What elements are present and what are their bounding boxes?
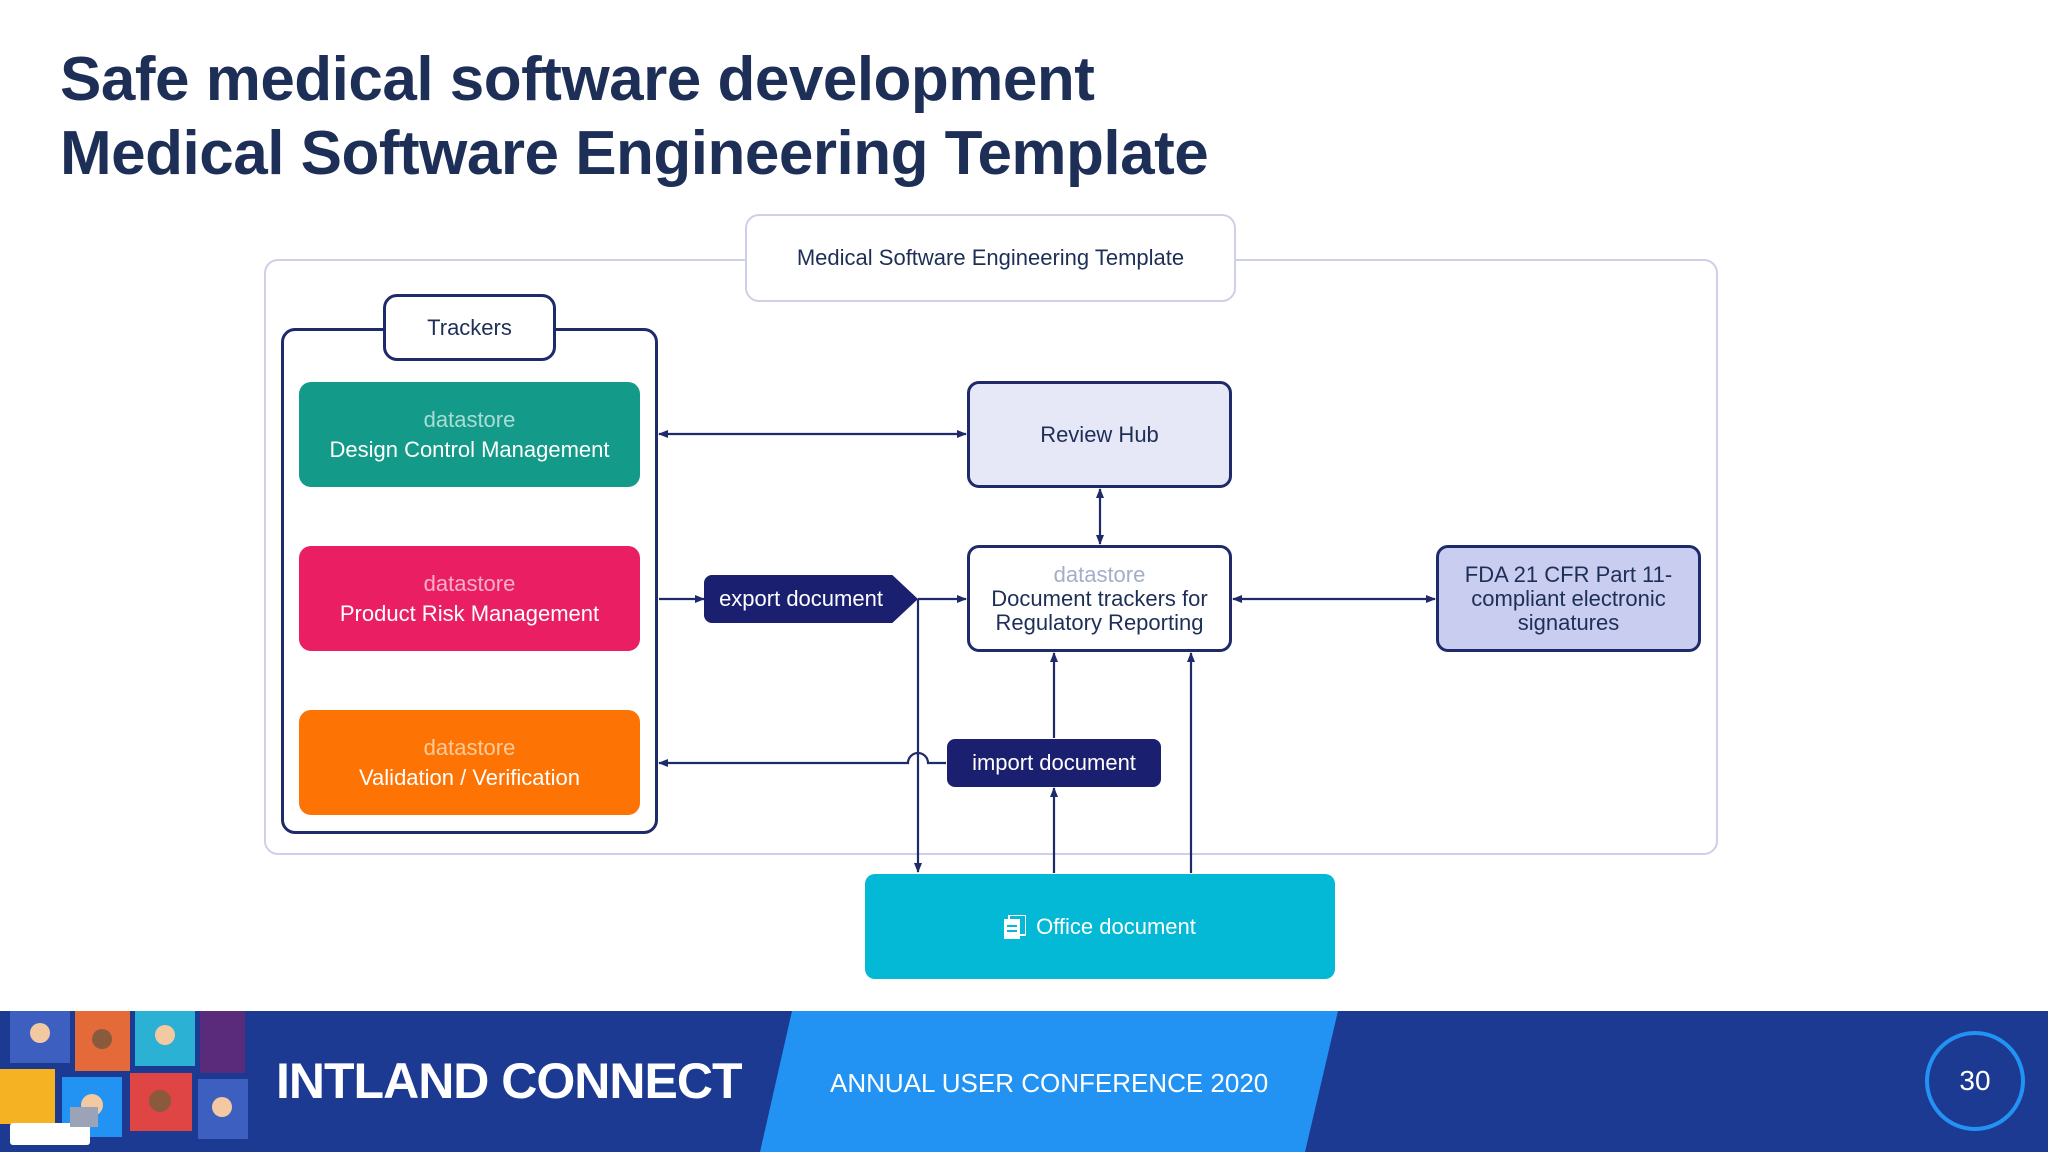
page-number: 30	[1925, 1031, 2025, 1131]
template-label: Medical Software Engineering Template	[745, 214, 1236, 302]
conference-label: ANNUAL USER CONFERENCE 2020	[830, 1068, 1269, 1098]
document-trackers-line1: Document trackers for	[991, 585, 1208, 611]
footer-bar: INTLAND CONNECT ANNUAL USER CONFERENCE 2…	[0, 1011, 2048, 1152]
document-trackers-node: datastore Document trackers for Regulato…	[967, 545, 1232, 652]
trackers-label: Trackers	[383, 294, 556, 361]
slide-title-line-1: Safe medical software development	[60, 45, 1095, 114]
datastore-product-risk: datastore Product Risk Management	[299, 546, 640, 651]
office-document-node: Office document	[865, 874, 1335, 979]
export-document-step: export document	[704, 575, 918, 623]
datastore-design-control: datastore Design Control Management	[299, 382, 640, 487]
brand-logo-text: INTLAND CONNECT	[276, 1053, 743, 1109]
review-hub-node: Review Hub	[967, 381, 1232, 488]
datastore-kind: datastore	[423, 734, 516, 760]
fda-signatures-node: FDA 21 CFR Part 11-compliant electronic …	[1436, 545, 1701, 652]
document-trackers-line2: Regulatory Reporting	[995, 609, 1204, 635]
slide-title-line-2: Medical Software Engineering Template	[60, 119, 1209, 188]
document-trackers-kind: datastore	[1053, 561, 1146, 587]
datastore-name: Validation / Verification	[359, 764, 580, 790]
datastore-name: Design Control Management	[329, 436, 610, 462]
datastore-name: Product Risk Management	[339, 600, 600, 626]
footer-accent-band	[760, 1011, 1338, 1152]
document-icon	[1004, 913, 1028, 939]
datastore-kind: datastore	[423, 570, 516, 596]
datastore-validation-verification: datastore Validation / Verification	[299, 710, 640, 815]
conference-people-illustration	[0, 1011, 248, 1145]
office-document-label: Office document	[1036, 913, 1196, 939]
datastore-kind: datastore	[423, 406, 516, 432]
import-document-step: import document	[947, 739, 1161, 787]
